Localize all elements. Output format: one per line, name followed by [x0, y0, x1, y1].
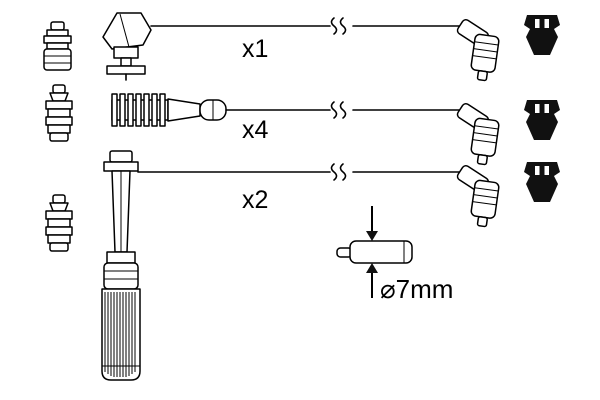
ribbed-boot-icon: [111, 93, 227, 127]
cable-quantity-label: x1: [242, 35, 268, 63]
cable-quantity-label: x2: [242, 186, 268, 214]
diameter-label: ⌀7mm: [380, 274, 453, 304]
spark-plug-boot-icon: [455, 163, 501, 229]
spark-plug-boot-icon: [455, 101, 501, 167]
plug-connector-icon: [524, 15, 560, 55]
distributor-boot-icon: [102, 12, 152, 81]
cable-quantity-label: x4: [242, 116, 269, 144]
terminal-cap-icon-2: [45, 84, 73, 142]
diameter-dimension-callout: ⌀7mm: [336, 206, 453, 304]
cable-row-2: x4: [111, 93, 560, 167]
wire-break-icon: [330, 163, 347, 181]
cable-cross-section-icon: [336, 240, 413, 264]
wire-break-icon: [330, 17, 347, 35]
plug-connector-icon: [524, 162, 560, 202]
terminal-cap-icon-3: [45, 194, 73, 252]
spark-plug-boot-icon: [455, 17, 501, 83]
wire-break-icon: [330, 101, 347, 119]
cable-row-1: x1: [102, 12, 560, 83]
terminal-cap-icon-1: [43, 21, 72, 71]
cable-row-3: x2: [101, 150, 560, 381]
plug-connector-icon: [524, 100, 560, 140]
coil-boot-icon: [101, 150, 141, 381]
